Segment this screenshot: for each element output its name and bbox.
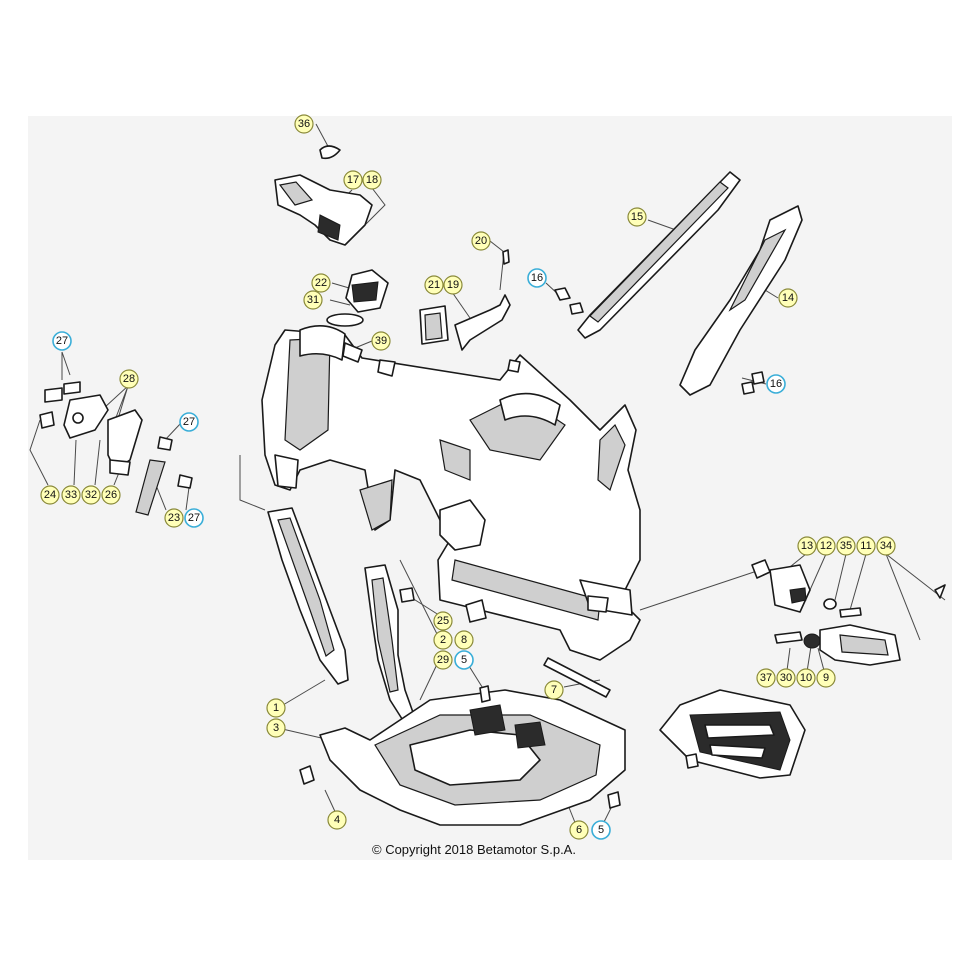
part-sidebar-1 <box>267 507 349 685</box>
callout-26: 26 <box>105 489 117 501</box>
callout-22: 22 <box>315 277 327 289</box>
callout-32: 32 <box>85 489 97 501</box>
callout-24: 24 <box>44 489 56 501</box>
part-footpeg-right <box>751 559 946 666</box>
callout-11: 11 <box>860 540 871 552</box>
part-steering-head-cap <box>326 269 389 327</box>
callout-25: 25 <box>437 615 449 627</box>
callout-35: 35 <box>840 540 852 552</box>
part-rail-15 <box>554 171 741 339</box>
callout-7: 7 <box>551 684 557 696</box>
callout-2: 2 <box>440 634 446 646</box>
callout-13: 13 <box>801 540 813 552</box>
callout-27-top: 27 <box>56 335 68 347</box>
callout-34: 34 <box>880 540 892 552</box>
callout-23: 23 <box>168 512 180 524</box>
callouts: 36 17 18 22 31 39 20 21 19 16 15 14 16 2… <box>40 114 896 840</box>
part-skid-plate-bottom <box>299 685 626 826</box>
part-skid-plate-right <box>659 689 806 779</box>
callout-15: 15 <box>631 211 643 223</box>
part-sidebar-2 <box>364 564 611 723</box>
callout-36: 36 <box>298 118 310 130</box>
callout-18: 18 <box>366 174 378 186</box>
callout-12: 12 <box>820 540 832 552</box>
callout-19: 19 <box>447 279 459 291</box>
callout-31: 31 <box>307 294 319 306</box>
callout-20: 20 <box>475 235 487 247</box>
callout-29: 29 <box>437 654 449 666</box>
callout-30: 30 <box>780 672 792 684</box>
part-rail-14 <box>679 205 803 396</box>
callout-14: 14 <box>782 292 794 304</box>
part-footpeg-left <box>274 145 373 246</box>
copyright-notice: © Copyright 2018 Betamotor S.p.A. <box>372 842 576 857</box>
callout-33: 33 <box>65 489 77 501</box>
callout-6: 6 <box>576 824 582 836</box>
callout-37: 37 <box>760 672 772 684</box>
callout-1: 1 <box>273 702 279 714</box>
callout-16-top: 16 <box>531 272 543 284</box>
callout-8: 8 <box>461 634 467 646</box>
callout-16-bottom: 16 <box>770 378 782 390</box>
callout-21: 21 <box>428 279 440 291</box>
callout-28: 28 <box>123 373 135 385</box>
part-bracket-19-21 <box>419 249 511 351</box>
callout-27-mid: 27 <box>183 416 195 428</box>
part-bracket-left-group <box>39 381 193 516</box>
callout-17: 17 <box>347 174 359 186</box>
callout-39: 39 <box>375 335 387 347</box>
callout-27-bottom: 27 <box>188 512 200 524</box>
callout-4: 4 <box>334 814 340 826</box>
main-frame <box>261 325 641 661</box>
callout-3: 3 <box>273 722 279 734</box>
callout-9: 9 <box>823 672 829 684</box>
callout-10: 10 <box>800 672 812 684</box>
callout-5-bottom: 5 <box>598 824 604 836</box>
callout-5-top: 5 <box>461 654 467 666</box>
